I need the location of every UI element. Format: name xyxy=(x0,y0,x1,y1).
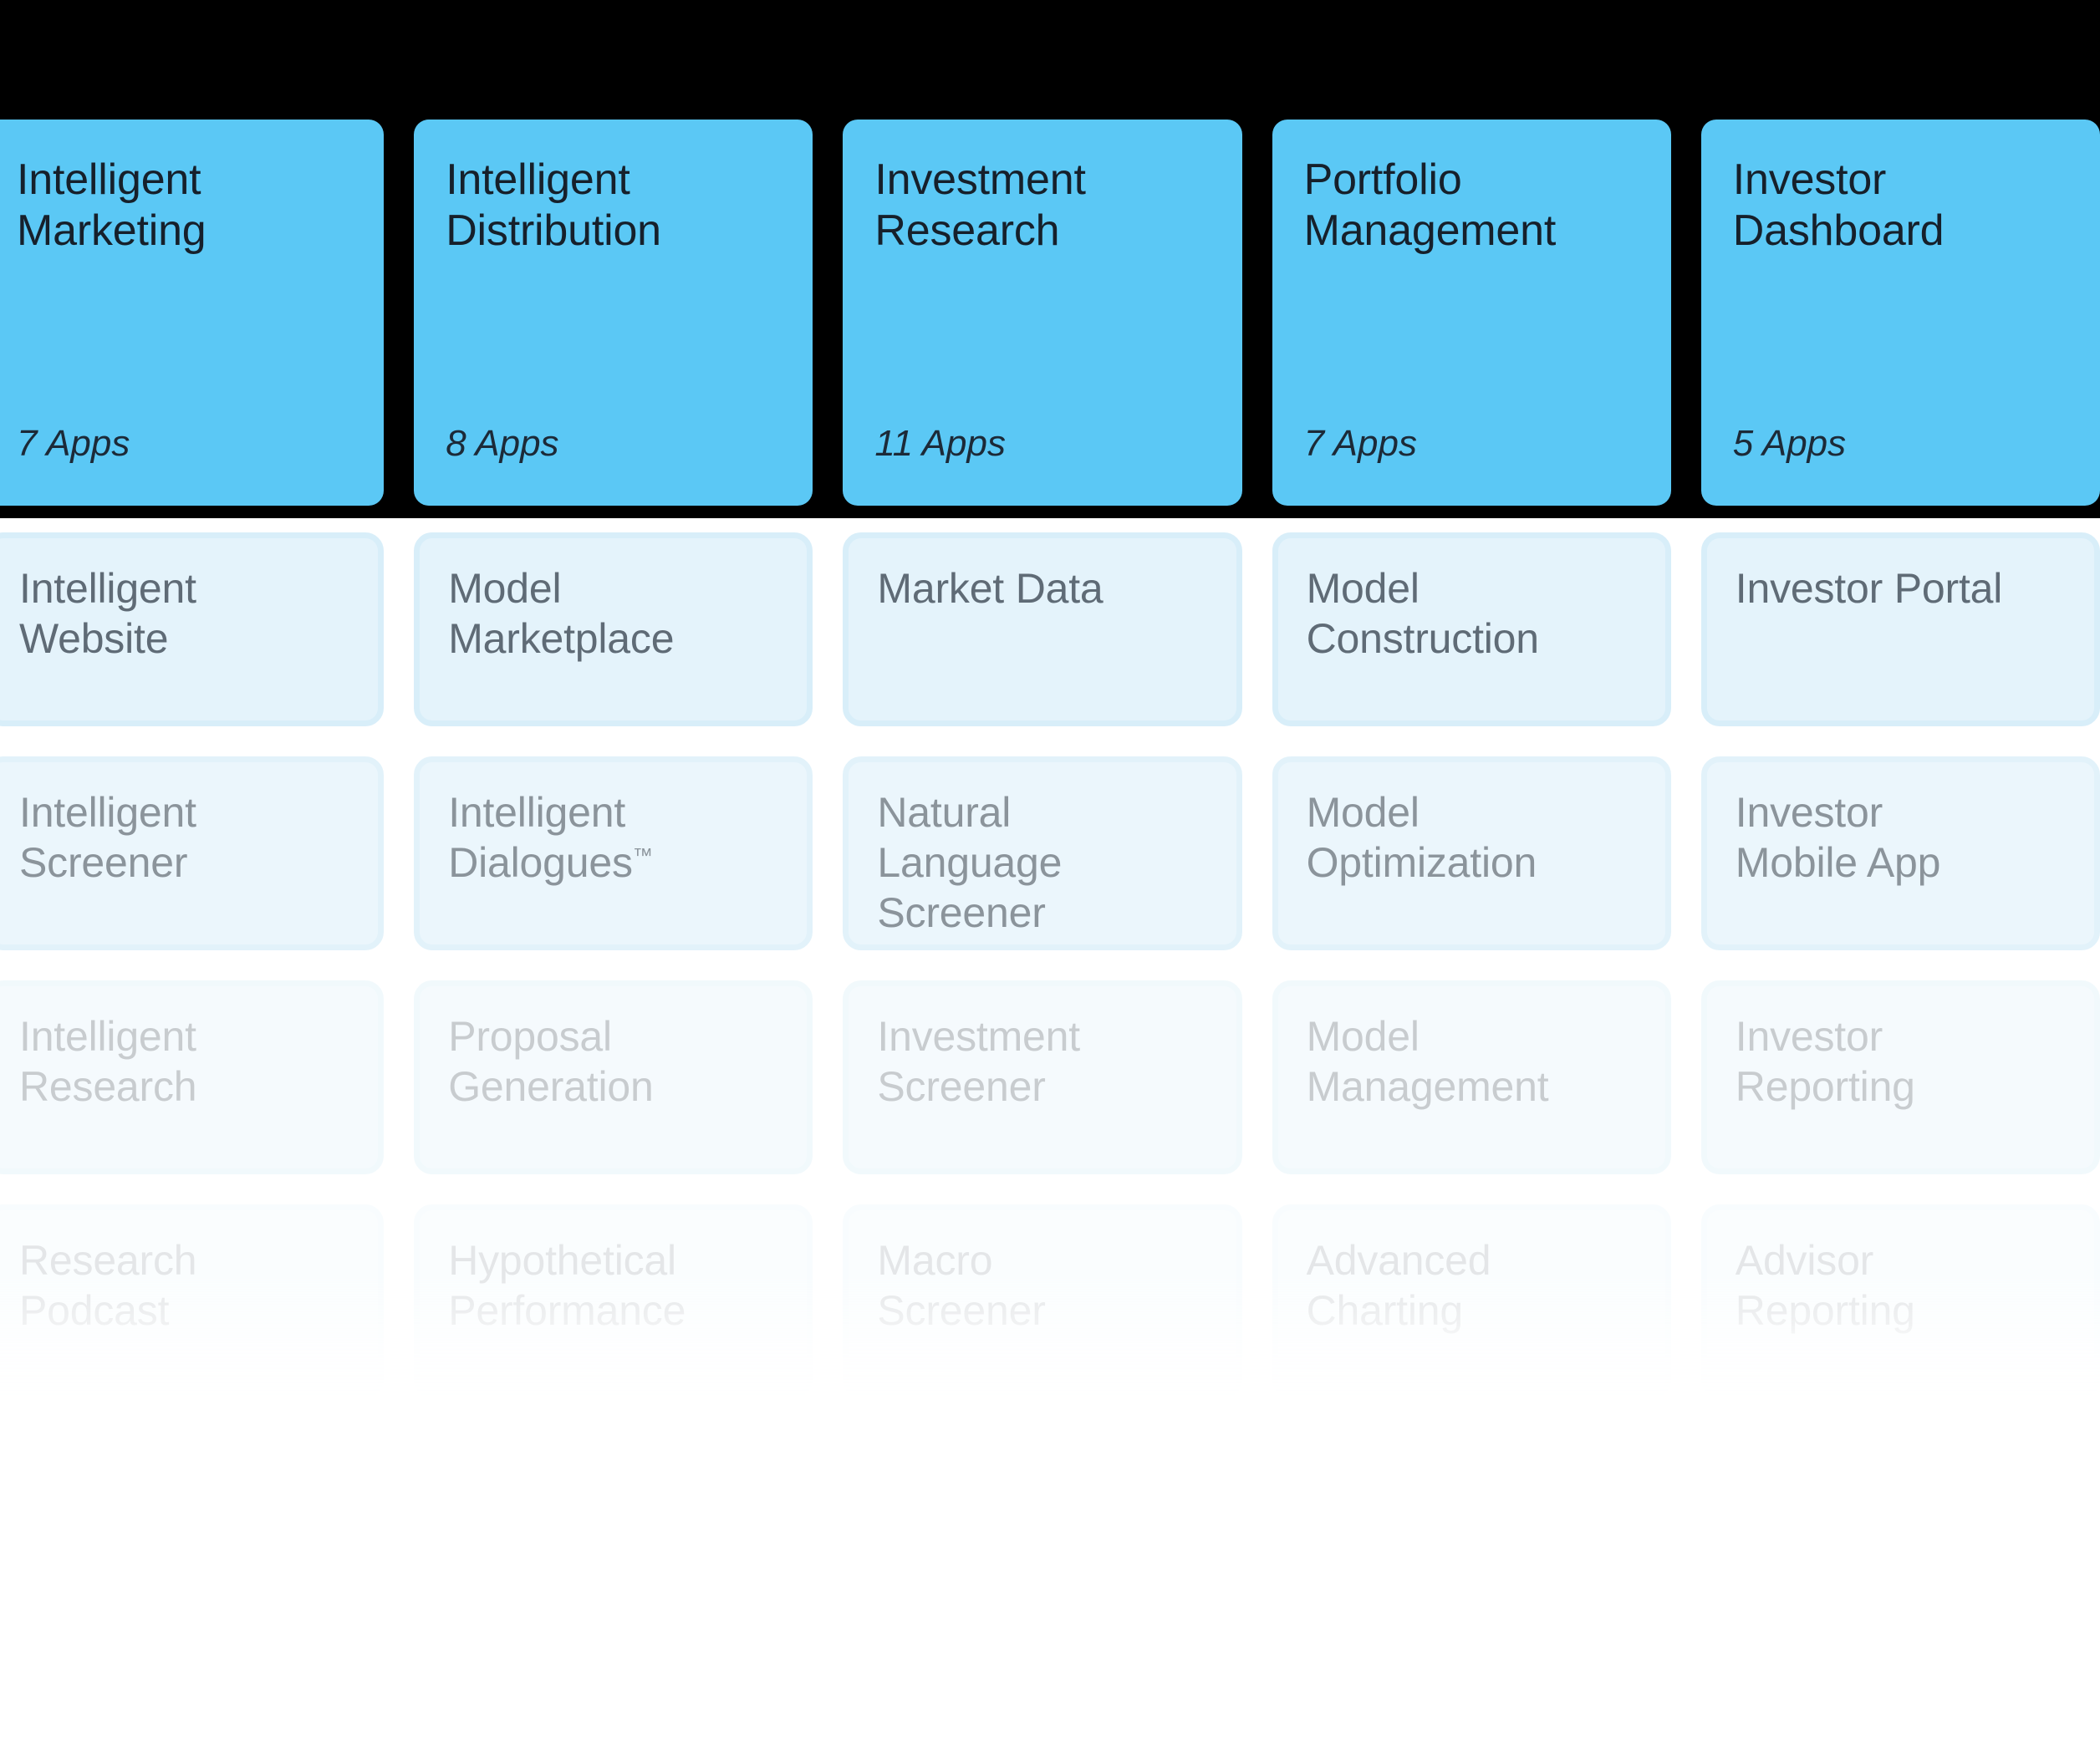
app-row: Intelligent Website Model Marketplace Ma… xyxy=(0,532,2100,726)
app-card[interactable]: Advisor Reporting xyxy=(1700,1204,2100,1398)
app-card-label: Research Podcast xyxy=(19,1237,197,1334)
app-card-label: Investment Screener xyxy=(877,1013,1080,1110)
category-card-investment-research[interactable]: Investment Research 11 Apps xyxy=(843,120,1242,506)
category-app-count: 5 Apps xyxy=(1732,422,1847,464)
category-title: Portfolio Management xyxy=(1303,155,1557,256)
app-card[interactable]: Research Podcast xyxy=(0,1204,385,1398)
app-card-label: Investor Mobile App xyxy=(1735,789,1941,886)
app-card[interactable]: Model Optimization xyxy=(1272,756,1671,950)
app-card-label: Advanced Charting xyxy=(1306,1237,1491,1334)
app-card-label: Model Construction xyxy=(1306,565,1539,662)
app-card[interactable]: Intelligent Research xyxy=(0,980,385,1174)
app-card[interactable]: Proposal Generation xyxy=(414,980,813,1174)
app-card[interactable]: Model Construction xyxy=(1272,532,1671,726)
app-card-label: Investor Portal xyxy=(1735,565,2003,612)
app-card[interactable]: Model Marketplace xyxy=(414,532,813,726)
app-card-label: Intelligent Research xyxy=(19,1013,197,1110)
app-row: Research Podcast Hypothetical Performanc… xyxy=(0,1204,2100,1398)
app-card[interactable]: Investor Mobile App xyxy=(1700,756,2100,950)
app-card[interactable]: Investor Portal xyxy=(1700,532,2100,726)
category-title: Investment Research xyxy=(874,155,1086,256)
category-title: Intelligent Marketing xyxy=(17,155,206,256)
app-card[interactable]: Advanced Charting xyxy=(1272,1204,1671,1398)
category-app-count: 11 Apps xyxy=(874,422,1006,464)
app-card-label: Market Data xyxy=(877,565,1104,612)
app-card[interactable]: Macro Screener xyxy=(843,1204,1242,1398)
app-card-label: Model Management xyxy=(1306,1013,1549,1110)
app-card[interactable]: Investment Screener xyxy=(843,980,1242,1174)
app-card[interactable]: Intelligent Website xyxy=(0,532,385,726)
app-card-label: Proposal Generation xyxy=(448,1013,654,1110)
app-card[interactable]: Natural Language Screener xyxy=(843,756,1242,950)
category-app-count: 7 Apps xyxy=(17,422,130,464)
app-card-label: Model Optimization xyxy=(1306,789,1537,886)
app-card-label: Investor Reporting xyxy=(1735,1013,1915,1110)
category-app-count: 7 Apps xyxy=(1303,422,1417,464)
category-title: Investor Dashboard xyxy=(1732,155,1945,256)
app-row: Intelligent Research Proposal Generation… xyxy=(0,980,2100,1174)
app-card[interactable]: Market Data xyxy=(843,532,1242,726)
category-card-portfolio-management[interactable]: Portfolio Management 7 Apps xyxy=(1272,120,1671,506)
app-card-label: Macro Screener xyxy=(877,1237,1046,1334)
app-card-label: Hypothetical Performance xyxy=(448,1237,686,1334)
app-card[interactable]: Investor Reporting xyxy=(1700,980,2100,1174)
category-card-intelligent-marketing[interactable]: Intelligent Marketing 7 Apps xyxy=(0,120,385,506)
category-card-investor-dashboard[interactable]: Investor Dashboard 5 Apps xyxy=(1700,120,2100,506)
category-title: Intelligent Distribution xyxy=(446,155,661,256)
category-header-row: Intelligent Marketing 7 Apps Intelligent… xyxy=(0,120,2100,506)
app-card-label: Intelligent Website xyxy=(19,565,196,662)
app-card[interactable]: Hypothetical Performance xyxy=(414,1204,813,1398)
app-card[interactable]: Intelligent Screener xyxy=(0,756,385,950)
app-card-label: Natural Language Screener xyxy=(877,789,1063,936)
app-card-label: Model Marketplace xyxy=(448,565,675,662)
app-card-label: Intelligent Screener xyxy=(19,789,196,886)
category-card-intelligent-distribution[interactable]: Intelligent Distribution 8 Apps xyxy=(414,120,813,506)
category-app-count: 8 Apps xyxy=(446,422,559,464)
app-card[interactable]: Model Management xyxy=(1272,980,1671,1174)
app-card-label: Advisor Reporting xyxy=(1735,1237,1915,1334)
